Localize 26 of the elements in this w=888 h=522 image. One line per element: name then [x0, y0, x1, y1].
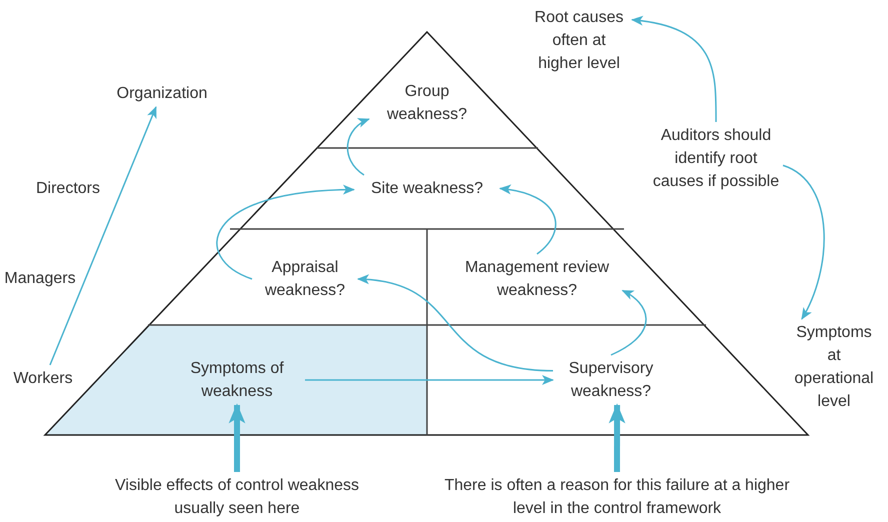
node-text: Site weakness?	[357, 177, 497, 200]
node-text: Root causes often at higher level	[529, 6, 629, 75]
node-text: Managers	[0, 267, 80, 290]
arrow	[499, 185, 556, 255]
node-text: Organization	[102, 82, 222, 105]
arrow	[49, 106, 157, 366]
arrow	[228, 403, 246, 472]
node-text: Supervisory weakness?	[556, 357, 666, 403]
arrow	[305, 375, 554, 385]
arrow	[608, 403, 626, 472]
arrow	[631, 16, 717, 122]
arrow	[610, 290, 647, 356]
node-text: Group weakness?	[372, 80, 482, 126]
node-text: Symptoms of weakness	[172, 357, 302, 403]
node-text: Management review weakness?	[454, 256, 620, 302]
arrow	[216, 185, 355, 280]
arrow	[357, 275, 554, 372]
node-text: Workers	[8, 367, 78, 390]
node-text: There is often a reason for this failure at a higher level in the control framework	[442, 474, 792, 520]
node-text: Directors	[30, 177, 106, 200]
node-text: Symptoms at operational level	[788, 321, 880, 413]
node-text: Auditors should identify root causes if possible	[652, 124, 780, 193]
node-text: Visible effects of control weakness usually seen here	[106, 474, 368, 520]
node-text: Appraisal weakness?	[255, 256, 355, 302]
arrow	[346, 118, 370, 176]
arrow	[782, 164, 825, 320]
